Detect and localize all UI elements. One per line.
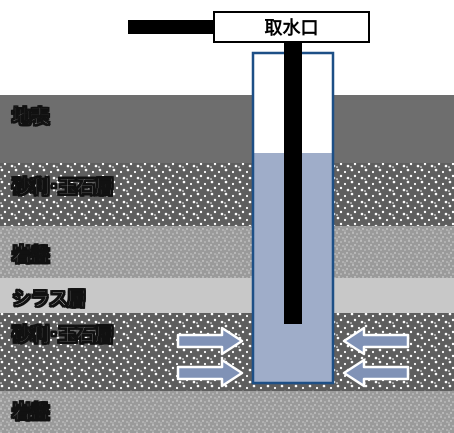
layer-shirasu <box>0 278 454 313</box>
layer-label-gravel-lower: 砂利･玉石層 <box>12 324 115 347</box>
inflow-arrow-icon <box>342 358 410 388</box>
intake-label-text: 取水口 <box>264 18 319 39</box>
layer-label-surface: 地表 <box>12 106 50 129</box>
intake-pipe-horizontal <box>128 20 216 34</box>
layer-label-gravel-upper: 砂利･玉石層 <box>12 176 115 199</box>
intake-label: 取水口 <box>213 11 370 43</box>
intake-pipe-vertical <box>284 40 302 324</box>
inflow-arrow-icon <box>342 326 410 356</box>
layer-bedrock-upper <box>0 226 454 278</box>
inflow-arrow-icon <box>176 326 244 356</box>
layer-label-bedrock-upper: 岩盤 <box>12 244 50 267</box>
layer-gravel-upper <box>0 163 454 226</box>
layer-bedrock-lower <box>0 391 454 433</box>
layer-surface <box>0 95 454 163</box>
layer-label-bedrock-lower: 岩盤 <box>12 401 50 424</box>
inflow-arrow-icon <box>176 358 244 388</box>
layer-label-shirasu: シラス層 <box>12 288 87 311</box>
